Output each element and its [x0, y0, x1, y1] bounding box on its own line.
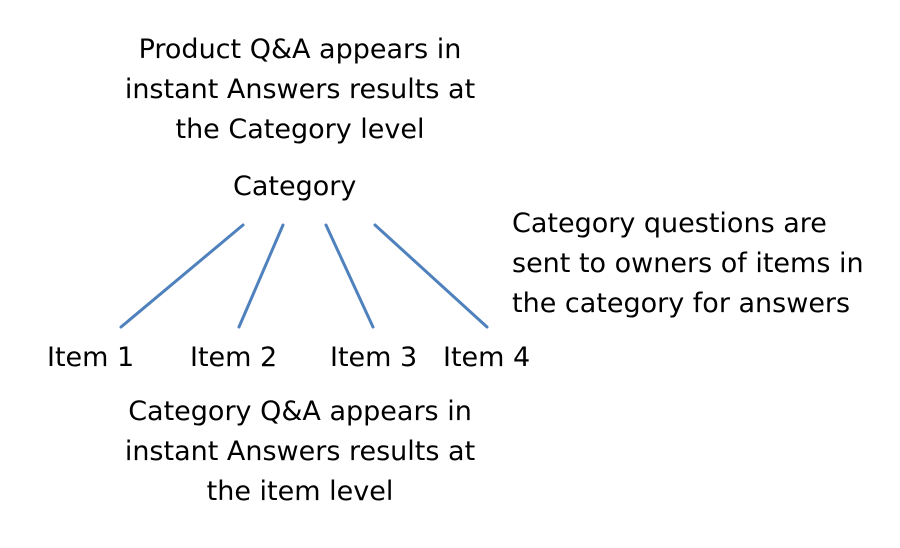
- item-node-2: Item 2: [190, 342, 278, 373]
- top-annotation-line: Product Q&A appears in: [138, 34, 462, 65]
- item-node-4: Item 4: [443, 342, 531, 373]
- item-node-3: Item 3: [330, 342, 418, 373]
- bottom-annotation-line: Category Q&A appears in: [128, 396, 472, 427]
- top-annotation-line: instant Answers results at: [124, 74, 476, 105]
- connector-category-to-item-3: [324, 223, 375, 329]
- top-annotation-line: the Category level: [175, 114, 425, 145]
- bottom-annotation-line: the item level: [206, 476, 394, 507]
- connector-category-to-item-1: [119, 223, 245, 329]
- connector-category-to-item-4: [373, 223, 489, 329]
- bottom-annotation-line: instant Answers results at: [124, 436, 476, 467]
- item-node-1: Item 1: [47, 342, 135, 373]
- top-annotation: Product Q&A appears in instant Answers r…: [80, 30, 520, 150]
- connector-category-to-item-2: [237, 223, 285, 329]
- right-annotation-line: sent to owners of items in: [512, 248, 864, 279]
- right-annotation: Category questions are sent to owners of…: [512, 204, 864, 324]
- bottom-annotation: Category Q&A appears in instant Answers …: [80, 392, 520, 512]
- category-node: Category: [233, 171, 357, 202]
- right-annotation-line: Category questions are: [512, 208, 827, 239]
- right-annotation-line: the category for answers: [512, 288, 851, 319]
